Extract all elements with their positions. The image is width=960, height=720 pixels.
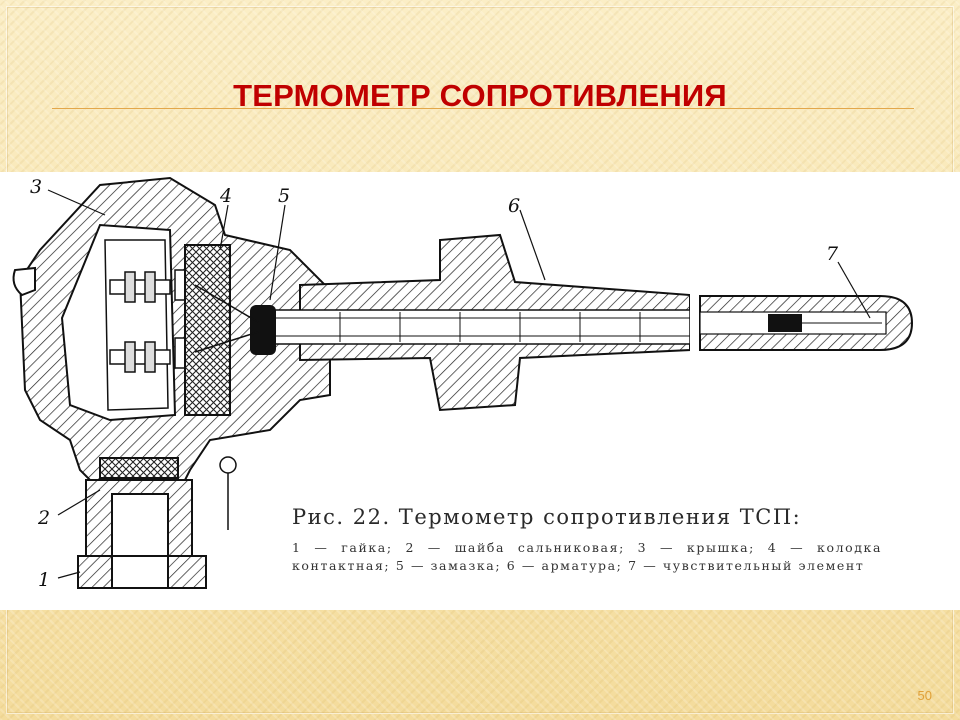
callout-4: 4 (219, 185, 232, 207)
callout-1: 1 (38, 569, 50, 591)
caption-legend: 1 — гайка; 2 — шайба сальниковая; 3 — кр… (292, 540, 882, 573)
terminal-plate (104, 239, 169, 411)
page-number: 50 (917, 688, 932, 703)
title-underline (52, 108, 914, 109)
gland-nut (77, 457, 207, 589)
callout-5: 5 (278, 185, 290, 207)
break-gap (690, 285, 700, 365)
lead-wires (194, 284, 259, 353)
sealing-compound (250, 305, 276, 355)
slide-title: ТЕРМОМЕТР СОПРОТИВЛЕНИЯ (233, 78, 727, 113)
internal-tube-segments (276, 312, 690, 342)
leader-lines (47, 189, 871, 579)
contact-block (184, 244, 231, 416)
callout-2: 2 (37, 507, 50, 529)
side-screw (219, 456, 237, 530)
armature-bore (257, 309, 691, 345)
figure-caption: Рис. 22. Термометр сопротивления ТСП: 1 … (292, 505, 882, 575)
callout-6: 6 (508, 195, 520, 217)
cover-knob (12, 266, 36, 297)
sensing-element (768, 314, 802, 332)
callout-7: 7 (826, 243, 839, 265)
callout-3: 3 (30, 176, 42, 198)
caption-title: Рис. 22. Термометр сопротивления ТСП: (292, 505, 802, 529)
